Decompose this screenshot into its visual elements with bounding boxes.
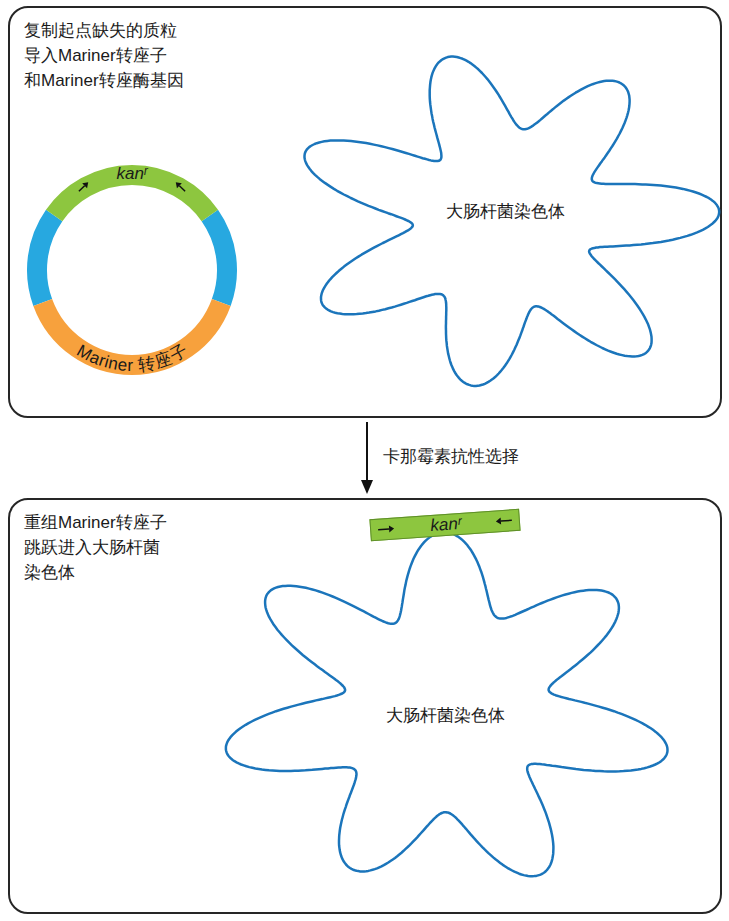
transposon-segment bbox=[43, 302, 222, 365]
direction-arrow bbox=[378, 528, 389, 530]
direction-arrow bbox=[79, 186, 85, 192]
plasmid-drawing: Mariner 转座子 bbox=[27, 165, 237, 375]
direction-arrowhead bbox=[389, 525, 394, 532]
direction-arrow bbox=[179, 186, 185, 192]
chromosome-line bbox=[226, 532, 668, 876]
arrow-shaft bbox=[366, 422, 368, 482]
chromosome-label: 大肠杆菌染色体 bbox=[446, 199, 565, 224]
panel-heading: 复制起点缺失的质粒 导入Mariner转座子 和Mariner转座酶基因 bbox=[24, 18, 202, 93]
gene-label: kanʳ bbox=[370, 508, 521, 542]
panel-box: 复制起点缺失的质粒 导入Mariner转座子 和Mariner转座酶基因 Mari… bbox=[8, 6, 722, 418]
chromosome-loop: 大肠杆菌染色体 bbox=[295, 26, 715, 416]
plasmid-ring: Mariner 转座子 kanʳ bbox=[27, 165, 237, 375]
edge-label: 卡那霉素抗性选择 bbox=[383, 444, 519, 469]
plasmid-backbone bbox=[37, 216, 54, 303]
direction-arrowhead bbox=[496, 518, 501, 525]
panel-box: 重组Mariner转座子 跳跃进入大肠杆菌 染色体 kanʳ 大肠杆菌染色体 bbox=[8, 498, 722, 914]
inserted-transposon-bar: kanʳ bbox=[369, 509, 520, 541]
gene-label: kanʳ bbox=[27, 162, 237, 186]
direction-arrowhead bbox=[176, 182, 182, 188]
segment-label-group: Mariner 转座子 bbox=[73, 341, 190, 375]
arrowhead bbox=[361, 480, 373, 494]
direction-arrowhead bbox=[82, 182, 88, 188]
transposon-label: Mariner 转座子 bbox=[73, 341, 190, 375]
chromosome-label: 大肠杆菌染色体 bbox=[386, 703, 505, 728]
panel-heading: 重组Mariner转座子 跳跃进入大肠杆菌 染色体 bbox=[24, 510, 196, 585]
plasmid-backbone bbox=[210, 216, 227, 303]
direction-arrow bbox=[501, 520, 512, 522]
chromosome-loop: 大肠杆菌染色体 bbox=[215, 510, 675, 910]
flow-arrow bbox=[361, 422, 373, 494]
chromosome-line bbox=[305, 57, 720, 386]
